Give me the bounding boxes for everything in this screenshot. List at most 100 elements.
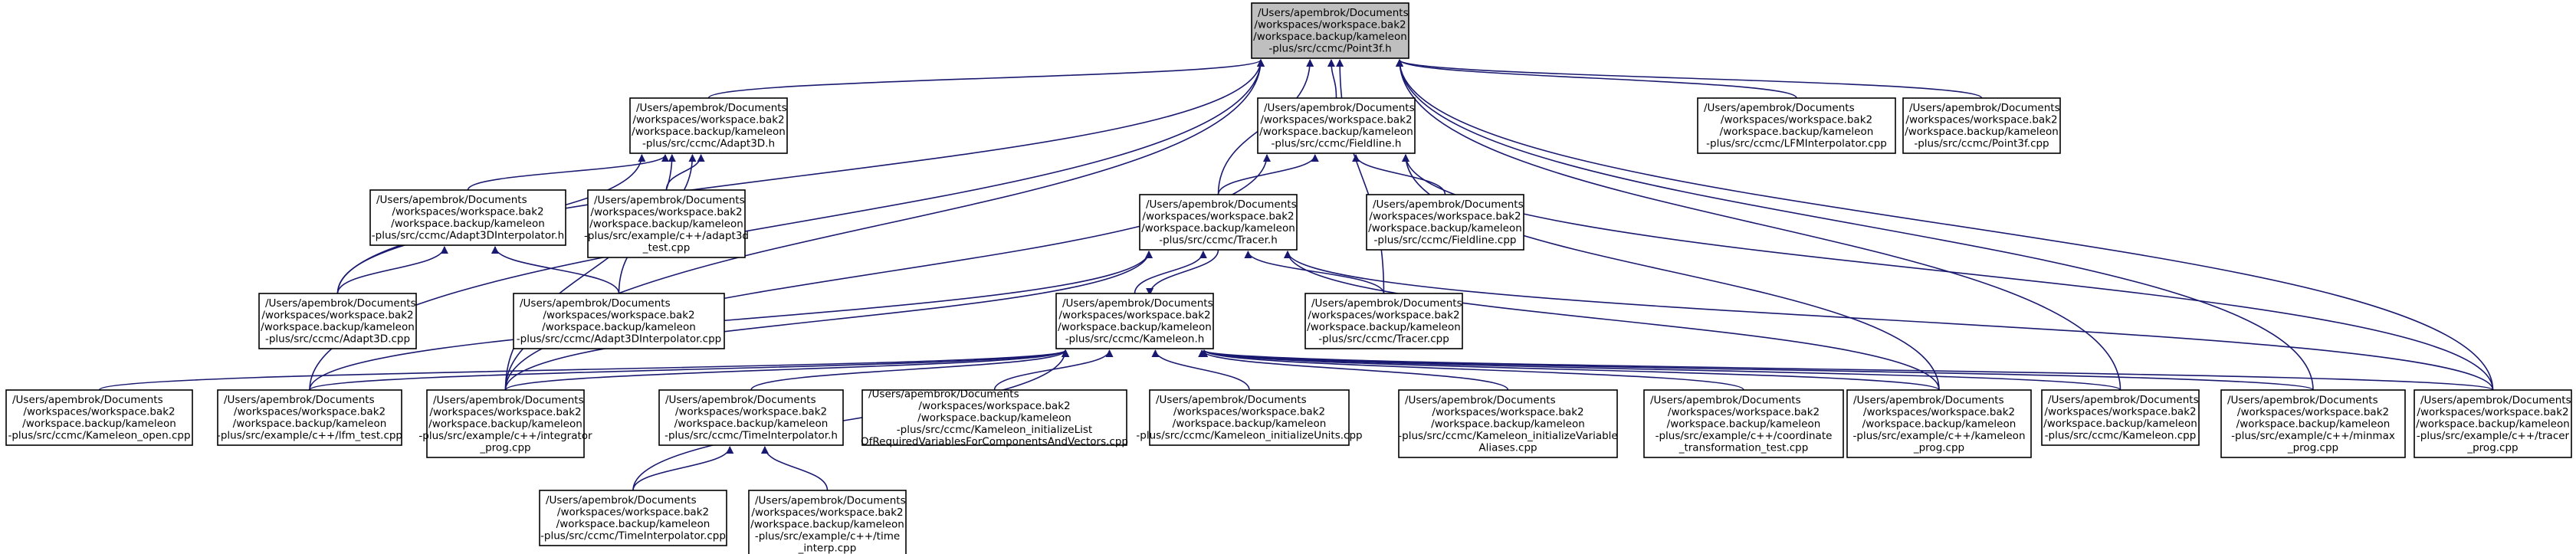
node-root[interactable]: /Users/apembrok/Documents/workspaces/wor… (1251, 2, 1409, 59)
edge-tracer_prog_cpp-to-kameleon_h (1200, 349, 2494, 391)
node-point3f-cpp[interactable]: /Users/apembrok/Documents/workspaces/wor… (1902, 97, 2061, 154)
node-label-line: /Users/apembrok/Documents (1156, 394, 1307, 406)
node-time-interp-prog-cpp[interactable]: /Users/apembrok/Documents/workspaces/wor… (748, 490, 907, 554)
edge-minmax_prog_cpp-to-root (1396, 59, 2314, 391)
graph-nodes: /Users/apembrok/Documents/workspaces/wor… (5, 2, 2572, 554)
node-label-line: -plus/src/ccmc/Point3f.h (1268, 43, 1391, 55)
node-label-line: /workspace.backup/kameleon (542, 321, 696, 333)
edge-kameleon_prog_cpp-to-tracer_h (1284, 251, 1940, 391)
node-label-line: /workspace.backup/kameleon (1259, 126, 1413, 138)
edge-tracer_cpp-to-tracer_h (1244, 251, 1385, 294)
node-label-line: /workspace.backup/kameleon (2043, 418, 2197, 430)
node-label-line: /Users/apembrok/Documents (1704, 102, 1855, 114)
node-lfm-interp-cpp[interactable]: /Users/apembrok/Documents/workspaces/wor… (1697, 97, 1896, 154)
node-label-line: /Users/apembrok/Documents (1373, 198, 1524, 211)
edge-integrator_prog_cpp-to-kameleon_h (504, 349, 1069, 391)
node-label-line: /workspaces/workspace.bak2 (1173, 406, 1325, 418)
node-label-line: _prog.cpp (2287, 441, 2338, 454)
edge-coord_test_cpp-to-kameleon_h (1200, 349, 1744, 391)
node-label-line: -plus/src/ccmc/Adapt3D.cpp (265, 333, 410, 346)
node-kameleon-init-units-cpp[interactable]: /Users/apembrok/Documents/workspaces/wor… (1136, 389, 1363, 446)
node-label-line: -plus/src/ccmc/Adapt3DInterpolator.cpp (517, 333, 722, 346)
node-label-line: -plus/src/ccmc/Kameleon_initializeUnits.… (1136, 430, 1362, 442)
node-label-line: /workspace.backup/kameleon (556, 518, 710, 530)
node-kameleon-h[interactable]: /Users/apembrok/Documents/workspaces/wor… (1055, 293, 1214, 349)
node-kameleon-init-list-cpp[interactable]: /Users/apembrok/Documents/workspaces/wor… (861, 388, 1128, 447)
node-time-interp-cpp[interactable]: /Users/apembrok/Documents/workspaces/wor… (539, 490, 727, 546)
node-box (513, 293, 725, 349)
edge-time_interp_h-to-kameleon_h (750, 349, 1070, 391)
node-tracer-h[interactable]: /Users/apembrok/Documents/workspaces/wor… (1139, 194, 1298, 251)
node-label-line: -plus/src/example/c++/tracer (2417, 430, 2570, 442)
node-label-line: -plus/src/example/c++/kameleon (1852, 430, 2025, 442)
node-box (1251, 2, 1409, 59)
node-adapt3d-interp-h[interactable]: /Users/apembrok/Documents/workspaces/wor… (369, 189, 566, 246)
node-label-line: _interp.cpp (798, 542, 857, 554)
node-box (539, 490, 727, 546)
edge-lfm_test_cpp-to-tracer_h (309, 251, 1153, 391)
node-label-line: -plus/src/ccmc/Kameleon.cpp (2045, 430, 2197, 442)
edge-adapt3d_interp_cpp-to-adapt3d_interp_h (491, 246, 620, 294)
node-adapt3d-interp-cpp[interactable]: /Users/apembrok/Documents/workspaces/wor… (513, 293, 725, 349)
node-adapt3d-h[interactable]: /Users/apembrok/Documents/workspaces/wor… (629, 97, 788, 154)
node-kameleon-open-cpp[interactable]: /Users/apembrok/Documents/workspaces/wor… (5, 389, 193, 446)
node-label-line: -plus/src/ccmc/Kameleon.h (1065, 333, 1205, 346)
edge-adapt3d_cpp-to-adapt3d_interp_h (336, 246, 448, 294)
node-label-line: /workspace.backup/kameleon (1253, 31, 1407, 43)
node-label-line: /workspace.backup/kameleon (750, 518, 904, 530)
edge-kameleon_prog_cpp-to-kameleon_h (1200, 349, 1940, 391)
node-kameleon-prog-cpp[interactable]: /Users/apembrok/Documents/workspaces/wor… (1846, 389, 2032, 458)
node-label-line: -plus/src/ccmc/Kameleon_open.cpp (8, 430, 190, 442)
edge-tracer_h-to-kameleon_h (1146, 249, 1219, 296)
node-label-line: -plus/src/ccmc/Kameleon_initializeList (897, 424, 1092, 436)
node-label-line: /Users/apembrok/Documents (1264, 102, 1415, 114)
node-box (258, 293, 417, 349)
node-box (2414, 389, 2572, 458)
node-label-line: /Users/apembrok/Documents (2048, 394, 2199, 406)
node-label-line: -plus/src/example/c++/lfm_test.cpp (217, 430, 402, 442)
node-label-line: /workspace.backup/kameleon (391, 218, 545, 230)
edge-fieldline_cpp-to-fieldline_h (1352, 154, 1446, 195)
node-box (5, 389, 193, 446)
edge-lfm_test_cpp-to-kameleon_h (309, 349, 1069, 391)
node-tracer-cpp[interactable]: /Users/apembrok/Documents/workspaces/wor… (1304, 293, 1463, 349)
node-coord-test-cpp[interactable]: /Users/apembrok/Documents/workspaces/wor… (1643, 389, 1844, 458)
node-label-line: /workspaces/workspace.bak2 (751, 506, 903, 519)
node-adapt3d-test-cpp[interactable]: /Users/apembrok/Documents/workspaces/wor… (584, 189, 749, 258)
node-label-line: _prog.cpp (479, 441, 530, 454)
node-label-line: /workspace.backup/kameleon (2416, 418, 2570, 430)
edge-kameleon_init_units_cpp-to-kameleon_h (1151, 349, 1250, 391)
node-label-line: /workspaces/workspace.bak2 (1668, 406, 1820, 418)
node-label-line: /Users/apembrok/Documents (1909, 102, 2060, 114)
node-fieldline-cpp[interactable]: /Users/apembrok/Documents/workspaces/wor… (1366, 194, 1524, 251)
node-kameleon-init-var-cpp[interactable]: /Users/apembrok/Documents/workspaces/wor… (1398, 389, 1618, 458)
node-box (1149, 389, 1350, 446)
node-label-line: -plus/src/ccmc/Point3f.cpp (1914, 138, 2049, 150)
edge-kameleon_open_cpp-to-kameleon_h (98, 349, 1069, 391)
node-label-line: _prog.cpp (2466, 441, 2518, 454)
edge-tracer_prog_cpp-to-tracer_h (1284, 251, 2494, 391)
node-adapt3d-cpp[interactable]: /Users/apembrok/Documents/workspaces/wor… (258, 293, 417, 349)
node-tracer-prog-cpp[interactable]: /Users/apembrok/Documents/workspaces/wor… (2414, 389, 2572, 458)
node-fieldline-h[interactable]: /Users/apembrok/Documents/workspaces/wor… (1257, 97, 1416, 154)
edge-tracer_h-to-fieldline_h (1217, 154, 1319, 195)
node-label-line: /Users/apembrok/Documents (1853, 394, 2004, 406)
edge-kameleon_cpp-to-kameleon_h (1200, 349, 2122, 391)
node-label-line: /workspaces/workspace.bak2 (2237, 406, 2389, 418)
node-time-interp-h[interactable]: /Users/apembrok/Documents/workspaces/wor… (658, 389, 844, 446)
node-kameleon-cpp[interactable]: /Users/apembrok/Documents/workspaces/wor… (2041, 389, 2200, 446)
node-integrator-prog-cpp[interactable]: /Users/apembrok/Documents/workspaces/wor… (418, 389, 592, 458)
node-minmax-prog-cpp[interactable]: /Users/apembrok/Documents/workspaces/wor… (2220, 389, 2406, 458)
node-label-line: /workspace.backup/kameleon (2236, 418, 2391, 430)
node-label-line: /workspaces/workspace.bak2 (429, 406, 581, 418)
node-label-line: -plus/src/ccmc/LFMInterpolator.cpp (1706, 138, 1887, 150)
node-label-line: /workspace.backup/kameleon (632, 126, 786, 138)
node-label-line: /workspace.backup/kameleon (1173, 418, 1327, 430)
node-lfm-test-cpp[interactable]: /Users/apembrok/Documents/workspaces/wor… (217, 389, 402, 446)
edge-kameleon_init_var_cpp-to-kameleon_h (1198, 349, 1509, 391)
node-label-line: -plus/src/ccmc/TimeInterpolator.h (665, 430, 838, 442)
node-box (2041, 389, 2200, 446)
node-label-line: /Users/apembrok/Documents (546, 494, 697, 506)
node-label-line: /workspace.backup/kameleon (589, 218, 743, 230)
